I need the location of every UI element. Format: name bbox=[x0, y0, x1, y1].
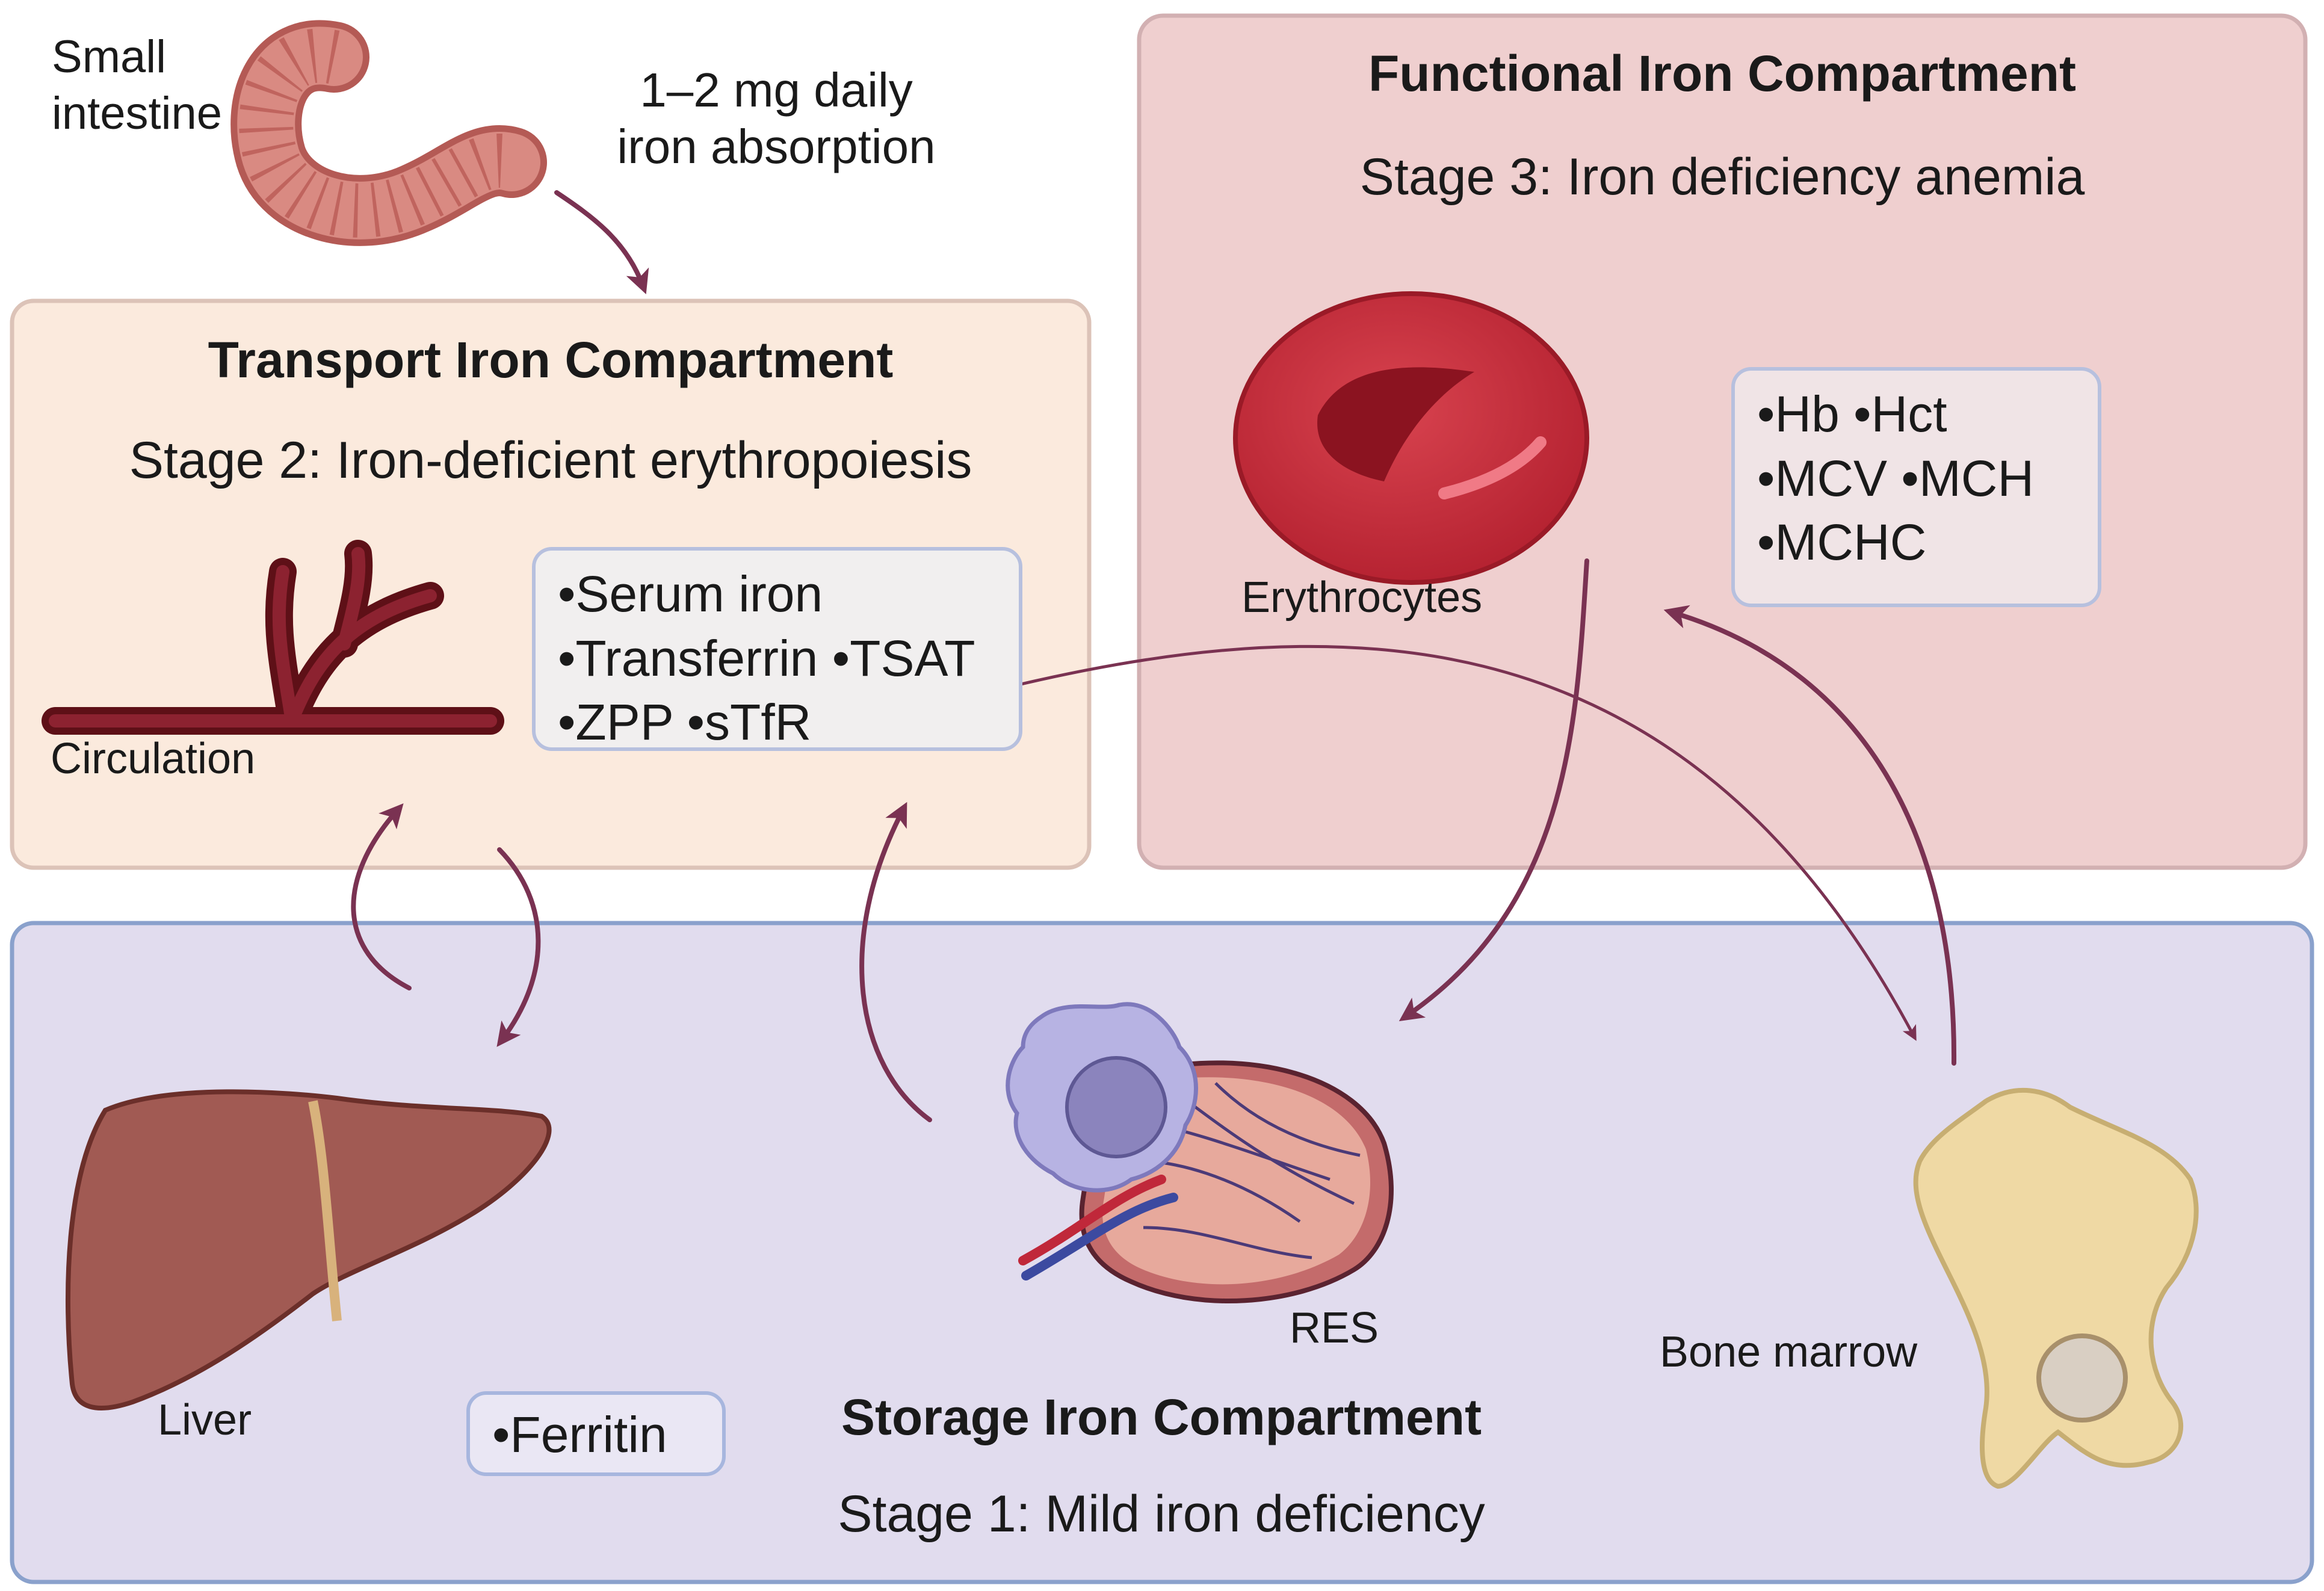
marker-item: •Transferrin •TSAT bbox=[558, 629, 975, 687]
liver-label: Liver bbox=[158, 1396, 252, 1444]
absorption-label: 1–2 mg daily iron absorption bbox=[617, 63, 936, 173]
functional-compartment-title: Functional Iron Compartment bbox=[1368, 45, 2076, 102]
marker-item: •MCHC bbox=[1757, 514, 1927, 571]
bone-marrow-label: Bone marrow bbox=[1660, 1328, 1918, 1376]
small-intestine-icon bbox=[230, 20, 547, 246]
transport-stage-label: Stage 2: Iron-deficient erythropoiesis bbox=[129, 431, 972, 489]
transport-compartment-title: Transport Iron Compartment bbox=[208, 332, 894, 388]
functional-markers-box bbox=[1731, 367, 2101, 607]
arrow-transport-to-bone-marrow bbox=[945, 644, 1917, 1041]
small-intestine-label: Small intestine bbox=[52, 31, 223, 140]
arrow-res-to-transport bbox=[859, 802, 932, 1122]
liver-icon bbox=[66, 1089, 552, 1410]
functional-stage-label: Stage 3: Iron deficiency anemia bbox=[1359, 148, 2085, 206]
marker-item: •Serum iron bbox=[558, 566, 823, 622]
transport-markers-list: •Serum iron •Transferrin •TSAT •ZPP •sTf… bbox=[534, 549, 1021, 768]
arrow-intestine-to-transport bbox=[554, 190, 649, 294]
blood-vessel-icon bbox=[42, 540, 504, 735]
functional-markers-list: •Hb •Hct •MCV •MCH •MCHC bbox=[1733, 369, 2100, 588]
storage-stage-label: Stage 1: Mild iron deficiency bbox=[838, 1485, 1485, 1543]
arrow-liver-to-circulation bbox=[351, 803, 412, 990]
res-label: RES bbox=[1290, 1304, 1379, 1352]
arrow-circulation-to-liver bbox=[496, 847, 541, 1047]
transport-markers-box bbox=[532, 547, 1022, 751]
storage-markers-list: •Ferritin bbox=[468, 1393, 724, 1480]
marker-item: •MCV •MCH bbox=[1757, 449, 2035, 507]
erythrocytes-label: Erythrocytes bbox=[1241, 573, 1483, 622]
pelvis-icon bbox=[1913, 1087, 2199, 1489]
erythrocyte-icon bbox=[1233, 291, 1589, 585]
marker-item: •Ferritin bbox=[492, 1406, 667, 1463]
arrow-erythrocytes-to-res bbox=[1398, 558, 1589, 1022]
arrow-bone-marrow-to-erythrocytes bbox=[1663, 605, 1957, 1066]
storage-compartment-title: Storage Iron Compartment bbox=[841, 1389, 1482, 1445]
res-icon bbox=[1006, 1002, 1394, 1303]
storage-markers-box bbox=[466, 1391, 726, 1476]
marker-item: •ZPP •sTfR bbox=[558, 694, 812, 751]
circulation-label: Circulation bbox=[51, 735, 256, 783]
marker-item: •Hb •Hct bbox=[1757, 386, 1947, 442]
flow-arrows bbox=[351, 190, 1957, 1122]
